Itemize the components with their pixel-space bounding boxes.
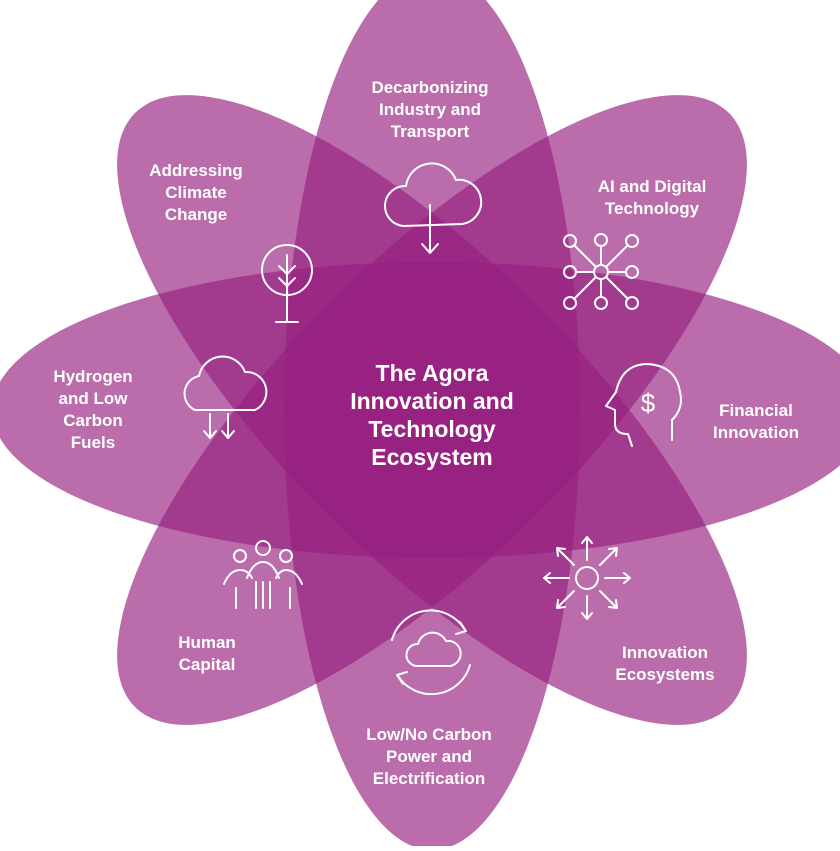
label-low-carbon-power: Low/No Carbon Power and Electrification — [366, 725, 492, 788]
label-hydrogen-fuels: Hydrogen and Low Carbon Fuels — [53, 367, 133, 452]
label-human-capital: Human Capital — [178, 633, 236, 674]
tree-icon — [261, 244, 313, 323]
label-decarbonizing-industry: Decarbonizing Industry and Transport — [371, 78, 489, 141]
label-addressing-climate-change: Addressing Climate Change — [149, 161, 243, 224]
label-ai-digital-technology: AI and Digital Technology — [597, 177, 707, 218]
label-innovation-ecosystems: Innovation Ecosystems — [615, 643, 715, 684]
center-title: The Agora Innovation and Technology Ecos… — [350, 360, 514, 470]
cloud-cycle-icon — [391, 609, 471, 696]
label-financial-innovation: Financial Innovation — [713, 401, 799, 442]
cloud-rain-arrows-icon — [183, 355, 268, 439]
head-dollar-icon: $ — [605, 363, 682, 447]
cloud-download-icon — [383, 162, 483, 254]
people-group-icon — [223, 540, 303, 609]
network-nodes-icon — [563, 233, 639, 310]
svg-text:$: $ — [641, 388, 656, 418]
radiating-arrows-icon — [543, 536, 631, 620]
